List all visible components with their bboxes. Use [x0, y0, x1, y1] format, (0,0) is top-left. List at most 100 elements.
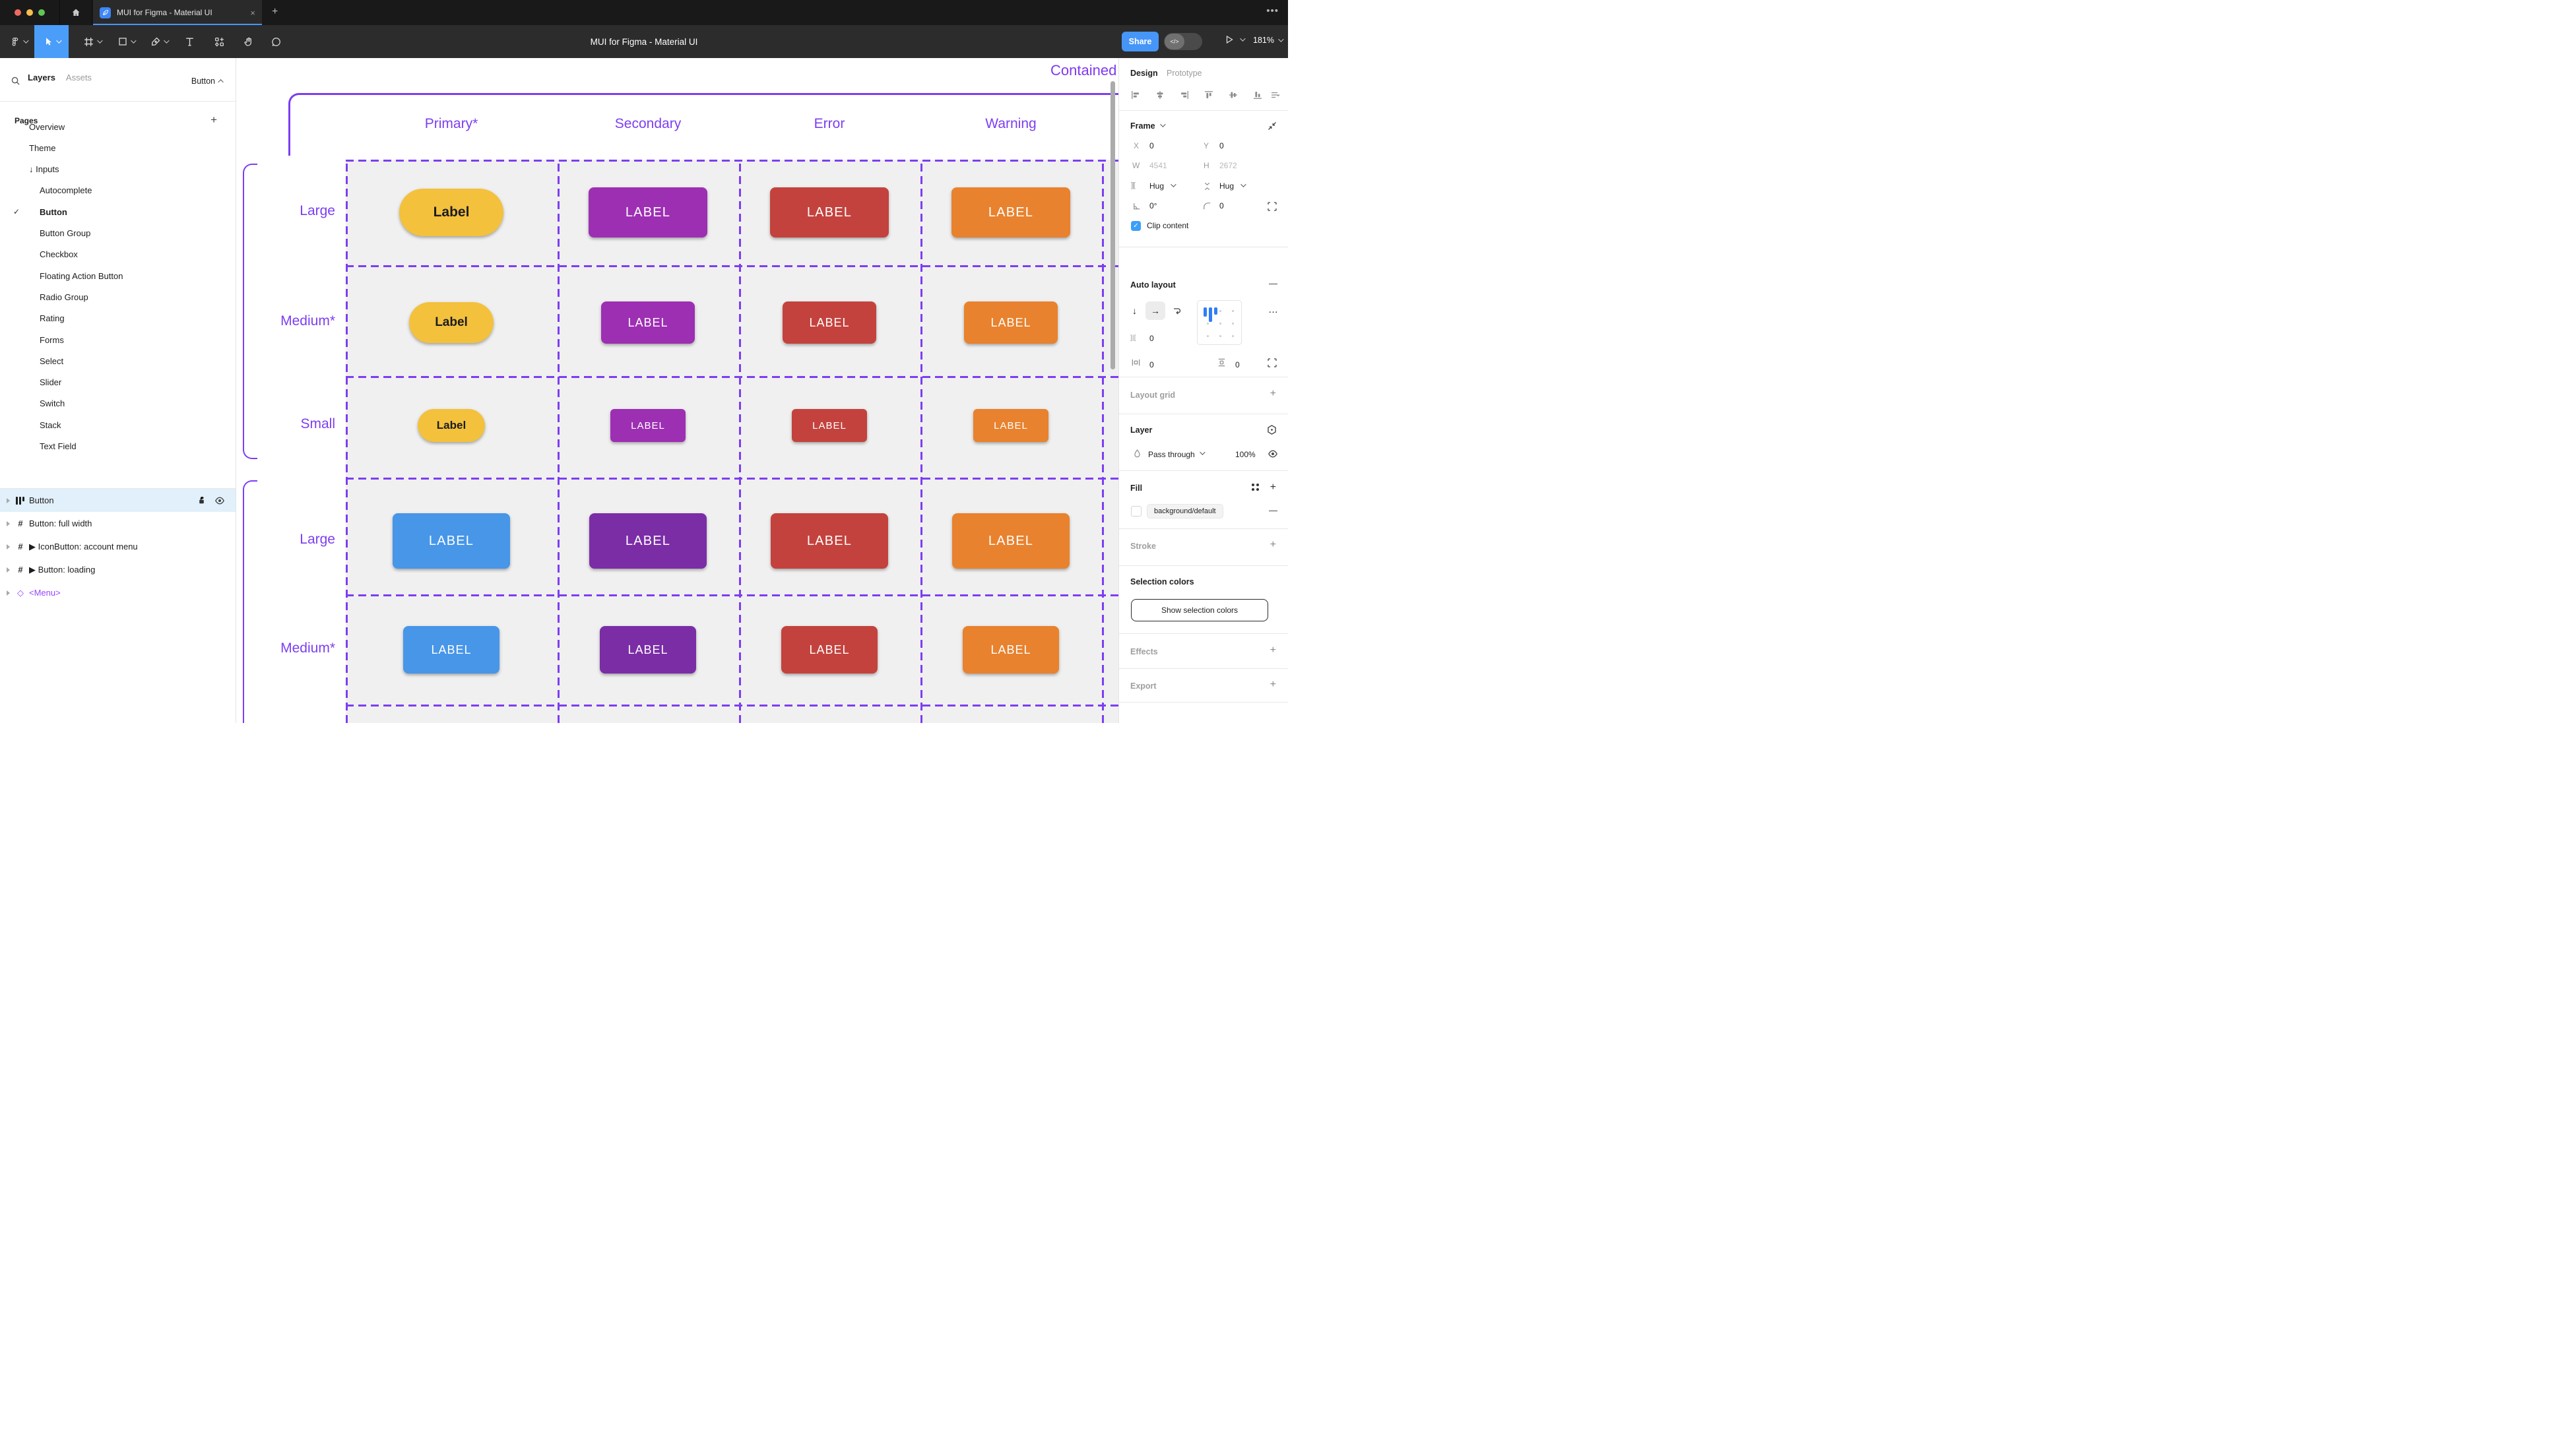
mui-button-warning-small[interactable]: LABEL [973, 409, 1048, 442]
add-fill-button[interactable]: + [1270, 482, 1276, 493]
layer-item-button-loading[interactable]: #▶ Button: loading [0, 558, 236, 581]
zoom-menu[interactable]: 181% [1253, 36, 1284, 45]
window-close-button[interactable] [15, 9, 21, 16]
page-item-floating-action-button[interactable]: Floating Action Button [0, 265, 236, 286]
present-icon[interactable] [1224, 34, 1235, 45]
frame-section-title[interactable]: Frame [1130, 121, 1155, 131]
mui-button-secondary-small[interactable]: LABEL [610, 409, 686, 442]
add-layout-grid-button[interactable]: + [1270, 388, 1276, 399]
page-item-button-group[interactable]: Button Group [0, 223, 236, 244]
mui-button-warning-medium[interactable]: LABEL [964, 301, 1058, 344]
remove-fill-button[interactable]: — [1269, 505, 1277, 515]
alignment-dot[interactable] [1232, 310, 1234, 312]
y-value[interactable]: 0 [1219, 141, 1224, 150]
mui-button-primary-large[interactable]: Label [399, 189, 503, 236]
alignment-dot[interactable] [1219, 335, 1221, 337]
share-button[interactable]: Share [1122, 32, 1159, 51]
auto-layout-wrap-icon[interactable] [1172, 305, 1182, 316]
expand-caret-icon[interactable] [7, 497, 10, 503]
alignment-dot[interactable] [1232, 335, 1234, 337]
window-minimize-button[interactable] [26, 9, 33, 16]
width-value[interactable]: 4541 [1149, 161, 1167, 170]
remove-auto-layout-button[interactable]: — [1269, 278, 1277, 288]
page-item-checkbox[interactable]: Checkbox [0, 244, 236, 265]
auto-layout-horizontal-button[interactable]: → [1145, 301, 1165, 320]
align-right-icon[interactable] [1179, 90, 1190, 100]
align-vertical-center-icon[interactable] [1228, 90, 1239, 100]
mui-button-secondary-medium[interactable]: LABEL [601, 301, 695, 344]
mui-button-error-large[interactable]: LABEL [771, 513, 888, 569]
fill-color-swatch[interactable] [1131, 506, 1142, 517]
hug-vertical-value[interactable]: Hug [1219, 181, 1235, 191]
mui-button-warning-large[interactable]: LABEL [952, 513, 1070, 569]
mui-button-primary-medium[interactable]: LABEL [403, 626, 499, 674]
align-left-icon[interactable] [1130, 90, 1141, 100]
add-effect-button[interactable]: + [1270, 644, 1276, 656]
expand-caret-icon[interactable] [7, 520, 10, 526]
individual-padding-icon[interactable] [1267, 358, 1277, 368]
auto-layout-more-icon[interactable]: … [1268, 304, 1279, 315]
page-item-forms[interactable]: Forms [0, 329, 236, 350]
page-selector[interactable]: Button [191, 77, 224, 86]
window-more-icon[interactable]: ••• [1266, 5, 1279, 16]
alignment-dot[interactable] [1207, 335, 1209, 337]
new-tab-button[interactable]: + [272, 6, 278, 17]
alignment-dot[interactable] [1219, 323, 1221, 325]
layer-item-iconbutton-account-menu[interactable]: #▶ IconButton: account menu [0, 535, 236, 558]
fill-styles-icon[interactable] [1252, 484, 1259, 491]
independent-corners-icon[interactable] [1267, 201, 1277, 212]
align-top-icon[interactable] [1204, 90, 1214, 100]
show-selection-colors-button[interactable]: Show selection colors [1131, 599, 1268, 621]
mui-button-secondary-large[interactable]: LABEL [589, 513, 707, 569]
page-item-button[interactable]: ✓Button [0, 201, 236, 222]
layer-item--menu-[interactable]: ◇<Menu> [0, 581, 236, 604]
page-item-autocomplete[interactable]: Autocomplete [0, 180, 236, 201]
distribute-more-icon[interactable] [1270, 90, 1281, 100]
tab-layers[interactable]: Layers [28, 73, 55, 82]
page-item-overview[interactable]: Overview [0, 116, 236, 137]
vertical-padding-value[interactable]: 0 [1235, 360, 1240, 369]
mui-button-error-small[interactable]: LABEL [792, 409, 867, 442]
layer-opacity-value[interactable]: 100% [1235, 450, 1256, 459]
layer-item-button[interactable]: Button [0, 489, 236, 512]
mui-button-error-medium[interactable]: LABEL [783, 301, 876, 344]
horizontal-padding-value[interactable]: 0 [1149, 360, 1154, 369]
move-tool-button[interactable] [34, 25, 69, 58]
page-item-stack[interactable]: Stack [0, 414, 236, 435]
mui-button-warning-large[interactable]: LABEL [951, 187, 1070, 237]
mui-button-primary-medium[interactable]: Label [409, 302, 494, 343]
canvas-scrollbar[interactable] [1111, 81, 1115, 369]
blend-mode-value[interactable]: Pass through [1148, 450, 1195, 459]
page-item-slider[interactable]: Slider [0, 372, 236, 393]
page-item-inputs[interactable]: ↓ Inputs [0, 159, 236, 180]
tab-design[interactable]: Design [1130, 69, 1158, 78]
file-tab[interactable]: MUI for Figma - Material UI × [93, 0, 262, 25]
tab-prototype[interactable]: Prototype [1167, 69, 1202, 78]
corner-radius-value[interactable]: 0 [1219, 201, 1224, 210]
mui-button-warning-medium[interactable]: LABEL [963, 626, 1059, 674]
auto-layout-alignment-widget[interactable] [1197, 300, 1242, 345]
unlock-icon[interactable] [197, 495, 207, 505]
auto-layout-vertical-icon[interactable]: ↓ [1132, 305, 1137, 316]
mui-button-error-medium[interactable]: LABEL [781, 626, 878, 674]
apply-variable-icon[interactable] [1266, 424, 1277, 435]
page-item-text-field[interactable]: Text Field [0, 436, 236, 457]
page-item-radio-group[interactable]: Radio Group [0, 286, 236, 307]
mui-button-primary-large[interactable]: LABEL [393, 513, 510, 569]
add-stroke-button[interactable]: + [1270, 539, 1276, 550]
alignment-dot[interactable] [1207, 323, 1209, 325]
gap-value[interactable]: 0 [1149, 334, 1154, 343]
search-icon[interactable] [11, 76, 20, 86]
layer-item-button-full-width[interactable]: #Button: full width [0, 512, 236, 535]
alignment-dot[interactable] [1219, 310, 1221, 312]
add-page-button[interactable]: + [210, 113, 217, 126]
rotation-value[interactable]: 0° [1149, 201, 1157, 210]
expand-caret-icon[interactable] [7, 590, 10, 596]
align-bottom-icon[interactable] [1252, 90, 1263, 100]
alignment-dot[interactable] [1232, 323, 1234, 325]
hug-horizontal-value[interactable]: Hug [1149, 181, 1165, 191]
layer-visibility-eye-icon[interactable] [1268, 449, 1278, 459]
visibility-eye-icon[interactable] [214, 495, 225, 506]
collapse-frame-icon[interactable] [1267, 121, 1277, 131]
